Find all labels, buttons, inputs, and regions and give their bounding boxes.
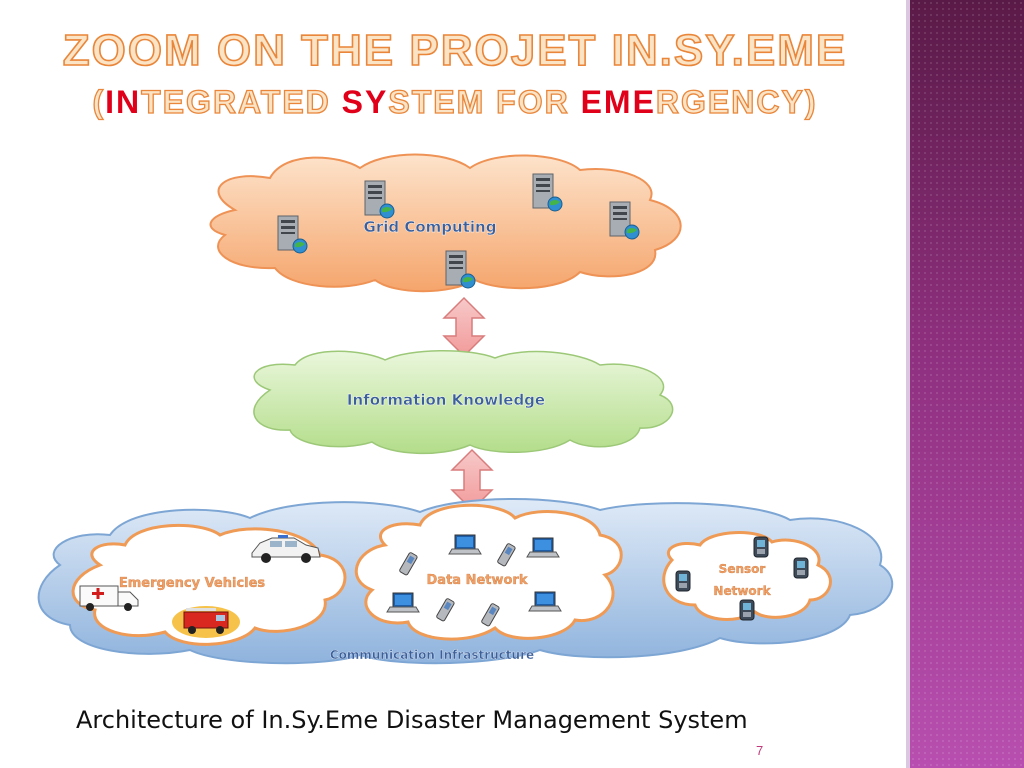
subtitle-segment: stem for (388, 83, 581, 120)
sensor-device-icon (753, 536, 769, 558)
sensor-network-cloud (662, 531, 832, 621)
subtitle-segment: ( (92, 83, 106, 120)
subtitle-highlight: In (105, 84, 142, 120)
information-knowledge-label: Information Knowledge (347, 391, 545, 409)
fire-truck-icon (172, 606, 240, 638)
sensor-device-icon (739, 599, 755, 621)
sensor-device-icon (675, 570, 691, 592)
data-network-label: Data Network (427, 573, 528, 588)
subtitle-highlight: Eme (580, 84, 656, 120)
architecture-diagram: Grid Computing Information Knowledge Eme… (37, 153, 894, 665)
side-strip-edge (906, 0, 910, 768)
slide-subtitle: (Integrated System for Emergency) (0, 83, 910, 121)
diagram-caption: Architecture of In.Sy.Eme Disaster Manag… (76, 706, 748, 734)
grid-computing-label: Grid Computing (364, 218, 497, 236)
grid-computing-cloud (209, 153, 682, 293)
communication-infrastructure-label: Communication Infrastructure (330, 648, 534, 662)
decorative-side-strip (910, 0, 1024, 768)
subtitle-segment: tegrated (141, 83, 342, 120)
sensor-network-label-line2: Network (713, 584, 771, 598)
emergency-vehicles-label: Emergency Vehicles (119, 576, 266, 591)
police-car-icon (251, 535, 321, 563)
ambulance-icon (79, 585, 139, 611)
subtitle-highlight: Sy (341, 84, 389, 120)
subtitle-segment: rgency) (655, 83, 818, 120)
bidirectional-arrow-top (442, 296, 486, 358)
sensor-device-icon (793, 557, 809, 579)
page-number: 7 (756, 743, 764, 758)
slide-title: Zoom on the projet In.Sy.Eme (62, 25, 848, 76)
information-knowledge-cloud (253, 349, 674, 455)
sensor-network-label-line1: Sensor (719, 562, 766, 576)
